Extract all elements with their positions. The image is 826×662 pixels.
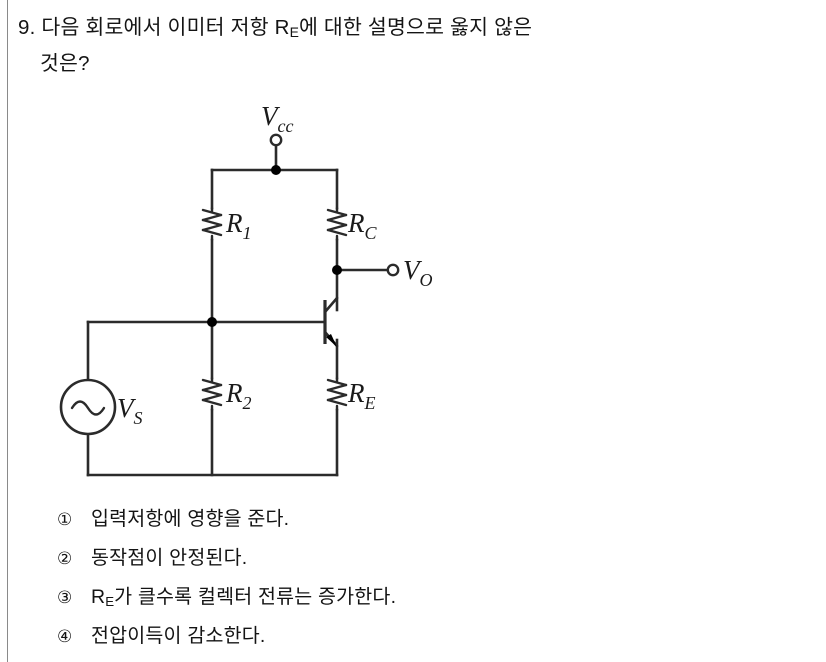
question-number: 9. [18, 16, 36, 39]
junction-dot-collector [332, 265, 342, 275]
label-r1: R1 [225, 208, 252, 243]
label-r2: R2 [225, 378, 252, 413]
question-subscript-e: E [289, 24, 299, 41]
option-4-marker: ④ [57, 627, 73, 646]
ac-source-vs: VS [59, 378, 143, 436]
page-border-rule [7, 0, 8, 662]
option-2[interactable]: ② 동작점이 안정된다. [57, 539, 797, 578]
circuit-diagram: R1 RC [0, 88, 520, 498]
label-re: RE [347, 378, 376, 413]
question-stem: 9. 다음 회로에서 이미터 저항 RE에 대한 설명으로 옳지 않은 것은? [18, 12, 798, 79]
label-vcc: Vcc [261, 101, 293, 136]
transistor-npn [323, 296, 339, 348]
question-text-part2: 에 대한 설명으로 옳지 않은 [298, 16, 533, 39]
option-3-subscript-e: E [105, 593, 115, 609]
option-1[interactable]: ① 입력저항에 영향을 준다. [57, 500, 797, 539]
label-vs: VS [117, 393, 143, 428]
option-3-text-part1: R [91, 586, 106, 608]
option-4[interactable]: ④ 전압이득이 감소한다. [57, 617, 797, 656]
label-vo: VO [403, 255, 433, 290]
option-1-text: 입력저항에 영향을 준다. [91, 508, 290, 530]
option-2-marker: ② [57, 549, 73, 568]
terminal-vcc [269, 133, 283, 147]
resistor-r2: R2 [201, 376, 252, 413]
resistor-re: RE [326, 376, 376, 413]
option-3-marker: ③ [57, 588, 73, 607]
junction-dot-vcc [271, 165, 281, 175]
terminal-vo [386, 263, 400, 277]
emitter-arrow-icon [326, 334, 337, 347]
option-2-text: 동작점이 안정된다. [91, 547, 248, 569]
junction-dot-base [207, 317, 217, 327]
resistor-rc: RC [326, 206, 378, 243]
option-3[interactable]: ③ RE가 클수록 컬렉터 전류는 증가한다. [57, 578, 797, 617]
resistor-r1: R1 [201, 206, 252, 243]
sine-wave-icon [70, 400, 106, 416]
question-text-line2: 것은? [40, 52, 90, 76]
question-text: 다음 회로에서 이미터 저항 RE에 대한 설명으로 옳지 않은 것은? [18, 16, 798, 79]
label-rc: RC [347, 208, 378, 243]
option-1-marker: ① [57, 510, 73, 529]
question-text-part1: 다음 회로에서 이미터 저항 R [41, 16, 290, 39]
option-4-text: 전압이득이 감소한다. [91, 625, 266, 647]
answer-options-list: ① 입력저항에 영향을 준다. ② 동작점이 안정된다. ③ RE가 클수록 컬… [57, 500, 797, 656]
option-3-text-part2: 가 클수록 컬렉터 전류는 증가한다. [114, 586, 397, 608]
option-3-text: RE가 클수록 컬렉터 전류는 증가한다. [91, 578, 797, 621]
